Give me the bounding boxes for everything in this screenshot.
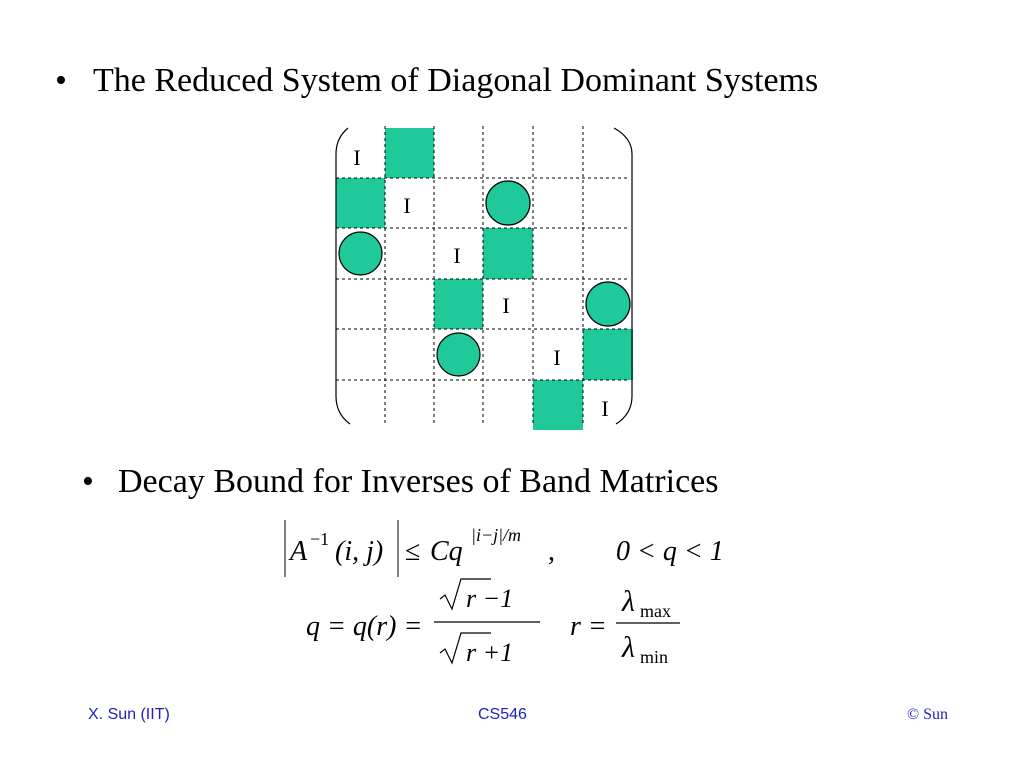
eq-decay-exponent: |i−j|/m [471,525,521,545]
eq-q-definition: q = q(r) = [306,611,422,642]
matrix-blocks [336,128,633,430]
identity-label: I [502,293,509,318]
heading-reduced-system: The Reduced System of Diagonal Dominant … [93,62,819,99]
bullet-item-reduced-system: • The Reduced System of Diagonal Dominan… [55,62,818,100]
matrix-circle-block [485,180,531,226]
eq-denominator: r +1 [466,638,513,667]
heading-decay-bound: Decay Bound for Inverses of Band Matrice… [118,463,719,500]
matrix-square-block [533,380,583,430]
sqrt-sign [439,578,491,611]
matrix-square-block [434,279,483,329]
eq-r-equals: r = [570,611,607,642]
bullet-item-decay-bound: • Decay Bound for Inverses of Band Matri… [82,463,718,501]
identity-label: I [453,243,460,268]
matrix-grid [336,126,628,426]
eq-inverse-exponent: −1 [310,529,329,549]
footer-course: CS546 [478,706,527,723]
footer-copyright: © Sun [907,706,949,723]
matrix-square-block [336,178,385,228]
sqrt-sign [439,632,491,665]
identity-label: I [601,396,608,421]
eq-q-range: 0 < q < 1 [616,536,724,567]
bullet-dot: • [82,463,94,500]
eq-Cq: Cq [430,536,463,567]
eq-lambda: λ [621,585,635,618]
matrix-square-block [385,128,434,178]
block-matrix-diagram: I I I I I I [335,126,633,430]
eq-leq: ≤ [405,536,420,567]
identity-label: I [353,145,360,170]
matrix-circle-block [585,281,631,327]
decay-bound-equations: A −1 (i, j) ≤ Cq |i−j|/m , 0 < q < 1 q =… [284,520,724,667]
eq-lambda-max: max [640,601,671,621]
eq-numerator: r −1 [466,584,513,613]
bullet-dot: • [55,62,67,99]
eq-comma: , [548,536,555,567]
matrix-circle-block [338,231,383,276]
eq-ij: (i, j) [335,536,383,567]
identity-label: I [553,345,560,370]
footer-author: X. Sun (IIT) [88,706,170,723]
matrix-circle-block [436,332,481,377]
matrix-square-block [483,228,533,279]
eq-lambda: λ [621,631,635,664]
left-bracket [335,127,351,425]
eq-A: A [288,536,308,567]
right-bracket [613,127,633,425]
matrix-square-block [583,329,633,380]
identity-label: I [403,193,410,218]
eq-lambda-min: min [640,647,668,667]
